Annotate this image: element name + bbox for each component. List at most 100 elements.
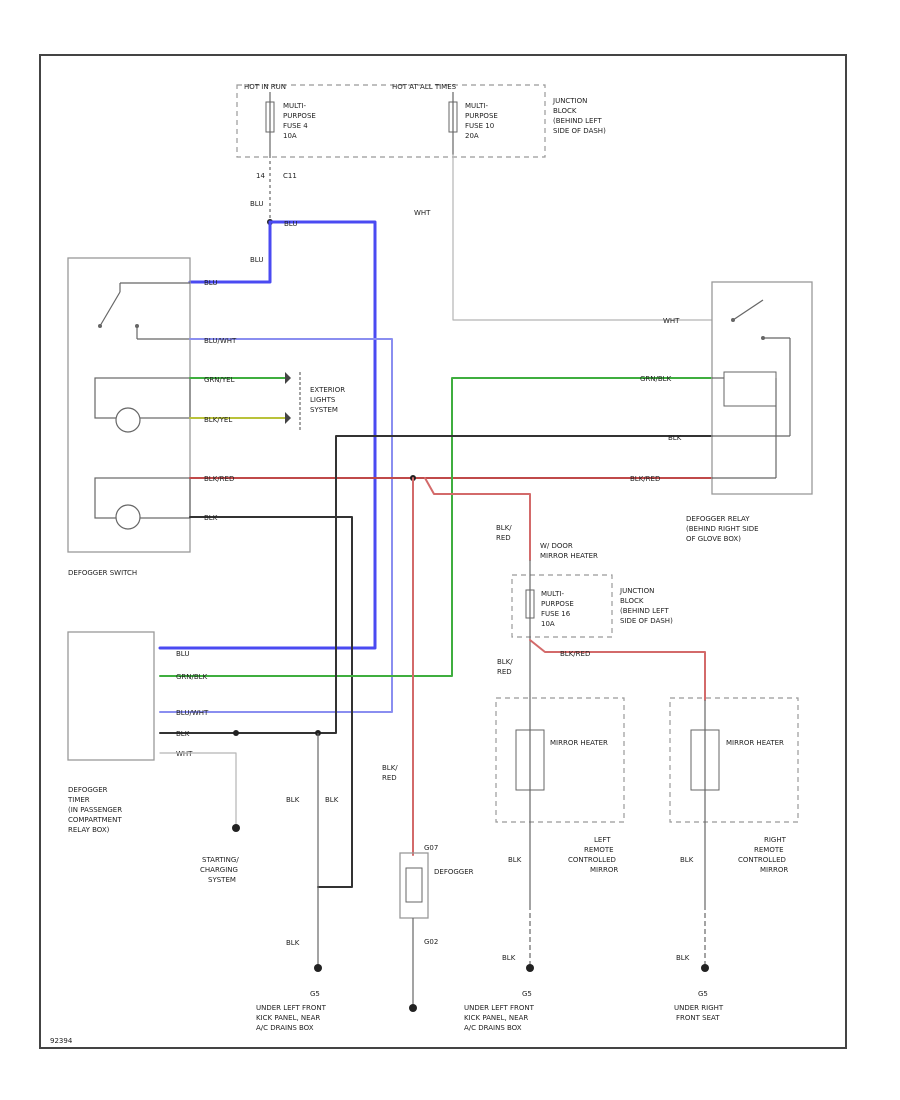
- right-mirror-box: [669, 697, 799, 823]
- fuse-a-l3: FUSE 4: [283, 122, 308, 130]
- jb-top-l2: BLOCK: [553, 107, 577, 115]
- relay-l2: (BEHIND RIGHT SIDE: [686, 525, 759, 533]
- wire-blk-switch: [189, 516, 353, 888]
- right-mirror-3: CONTROLLED: [738, 856, 786, 864]
- mirror-heater-r: MIRROR HEATER: [726, 739, 784, 747]
- fuse-a: MULTI- PURPOSE FUSE 4 10A: [265, 92, 316, 155]
- wire-wht2-label: WHT: [663, 317, 680, 325]
- fuse-c-l1: MULTI-: [541, 590, 564, 598]
- jb-top-l4: SIDE OF DASH): [553, 127, 606, 135]
- exterior-l3: SYSTEM: [310, 406, 338, 414]
- jb-top-l3: (BEHIND LEFT: [553, 117, 602, 125]
- wire-blk-red-right-mirror: [529, 639, 706, 701]
- indicator-lamp-2: [94, 477, 191, 530]
- wire-grn-blk-label: GRN/BLK: [640, 375, 672, 383]
- g-right-3: FRONT SEAT: [676, 1014, 720, 1022]
- left-mirror-1: LEFT: [594, 836, 611, 844]
- fuse-c-l4: 10A: [541, 620, 555, 628]
- timer-wht-wire: [159, 752, 237, 829]
- g-left-4: A/C DRAINS BOX: [256, 1024, 314, 1032]
- g-left-1: G5: [310, 990, 320, 998]
- timer-wire-grn: GRN/BLK: [176, 673, 208, 681]
- blk-l6: BLK: [680, 856, 694, 864]
- right-mirror-4: MIRROR: [760, 866, 788, 874]
- left-mirror-2: REMOTE: [584, 846, 614, 854]
- jb-mid-l2: BLOCK: [620, 597, 644, 605]
- defogger-label: DEFOGGER: [434, 868, 474, 876]
- jb-top-l1: JUNCTION: [552, 97, 587, 105]
- fuse-box-mid: [511, 574, 613, 638]
- relay-l1: DEFOGGER RELAY: [686, 515, 750, 523]
- fuse-box-top: [236, 84, 546, 158]
- blk-red-wire-label: BLK/RED: [560, 650, 590, 658]
- hot-in-on-label: HOT IN RUN: [244, 83, 286, 91]
- right-mirror-1: RIGHT: [764, 836, 787, 844]
- indicator-lamp-1: [94, 377, 191, 433]
- starting-l3: SYSTEM: [208, 876, 236, 884]
- wire-wht: [452, 154, 713, 321]
- timer-wire-blk: BLK: [176, 730, 190, 738]
- fuse-c-l3: FUSE 16: [541, 610, 571, 618]
- wire-blk-red-right-label: BLK/RED: [630, 475, 660, 483]
- fuse-a-l1: MULTI-: [283, 102, 306, 110]
- g-left-3: KICK PANEL, NEAR: [256, 1014, 320, 1022]
- exterior-l2: LIGHTS: [310, 396, 336, 404]
- wire-wht-label: WHT: [414, 209, 431, 217]
- wire-blk-red-mirror: [424, 477, 531, 561]
- defogger-timer-box: [67, 631, 155, 761]
- exterior-l1: EXTERIOR: [310, 386, 345, 394]
- blk-red-b: RED: [496, 534, 511, 542]
- wire-blu-label-2: BLU: [284, 220, 297, 228]
- blk-l2: BLK: [325, 796, 339, 804]
- blk-l3: BLK: [502, 954, 516, 962]
- blk-red-a: BLK/: [496, 524, 512, 532]
- wire-blk-right-label: BLK: [668, 434, 682, 442]
- wire-grn-yel-label: GRN/YEL: [204, 376, 235, 384]
- fuse-b-l3: FUSE 10: [465, 122, 494, 130]
- fuse-c: MULTI- PURPOSE FUSE 16 10A: [525, 560, 574, 688]
- switch-contact: [98, 282, 190, 340]
- pin-g07: G07: [424, 844, 438, 852]
- timer-l3: (IN PASSENGER: [68, 806, 122, 814]
- g-right-1: G5: [698, 990, 708, 998]
- mirror-heater-l: MIRROR HEATER: [550, 739, 608, 747]
- wire-blu-label-3: BLU: [250, 256, 263, 264]
- blk-l7: BLK: [286, 939, 300, 947]
- fuse-b: MULTI- PURPOSE FUSE 10 20A: [448, 92, 498, 155]
- pin-c11: C11: [283, 172, 297, 180]
- jb-mid-l1: JUNCTION: [619, 587, 654, 595]
- timer-l5: RELAY BOX): [68, 826, 110, 834]
- timer-l4: COMPARTMENT: [68, 816, 122, 824]
- mirror-note-2: MIRROR HEATER: [540, 552, 598, 560]
- left-mirror-4: MIRROR: [590, 866, 618, 874]
- left-mirror-3: CONTROLLED: [568, 856, 616, 864]
- g-mid-4: A/C DRAINS BOX: [464, 1024, 522, 1032]
- blk-l4: BLK: [676, 954, 690, 962]
- wire-blk-relay: [159, 435, 713, 734]
- timer-wire-wht: WHT: [176, 750, 193, 758]
- right-mirror-2: REMOTE: [754, 846, 784, 854]
- diagram-border: [39, 54, 847, 1049]
- wire-blu-wht-switch: [159, 338, 393, 713]
- blk-l5: BLK: [508, 856, 522, 864]
- defogger-switch-label: DEFOGGER SWITCH: [68, 569, 137, 577]
- left-mirror-heater: MIRROR HEATER: [515, 688, 608, 905]
- defogger-grid: [399, 852, 429, 919]
- relay-l3: OF GLOVE BOX): [686, 535, 741, 543]
- timer-l1: DEFOGGER: [68, 786, 108, 794]
- fuse-b-l1: MULTI-: [465, 102, 488, 110]
- jb-mid-l3: (BEHIND LEFT: [620, 607, 669, 615]
- blk-red-d: RED: [497, 668, 512, 676]
- hot-all-times-label: HOT AT ALL TIMES: [392, 83, 457, 91]
- fuse-a-l2: PURPOSE: [283, 112, 316, 120]
- mirror-note-1: W/ DOOR: [540, 542, 573, 550]
- relay-contact: [712, 299, 791, 479]
- wire-blk-yel-label: BLK/YEL: [204, 416, 232, 424]
- footer-code: 92394: [50, 1037, 73, 1045]
- timer-wire-bluwht: BLU/WHT: [176, 709, 209, 717]
- wire-blu-label-4: BLU: [204, 279, 217, 287]
- fuse-b-l4: 20A: [465, 132, 479, 140]
- fuse-b-l2: PURPOSE: [465, 112, 498, 120]
- wire-blu-to-switch: [188, 220, 272, 284]
